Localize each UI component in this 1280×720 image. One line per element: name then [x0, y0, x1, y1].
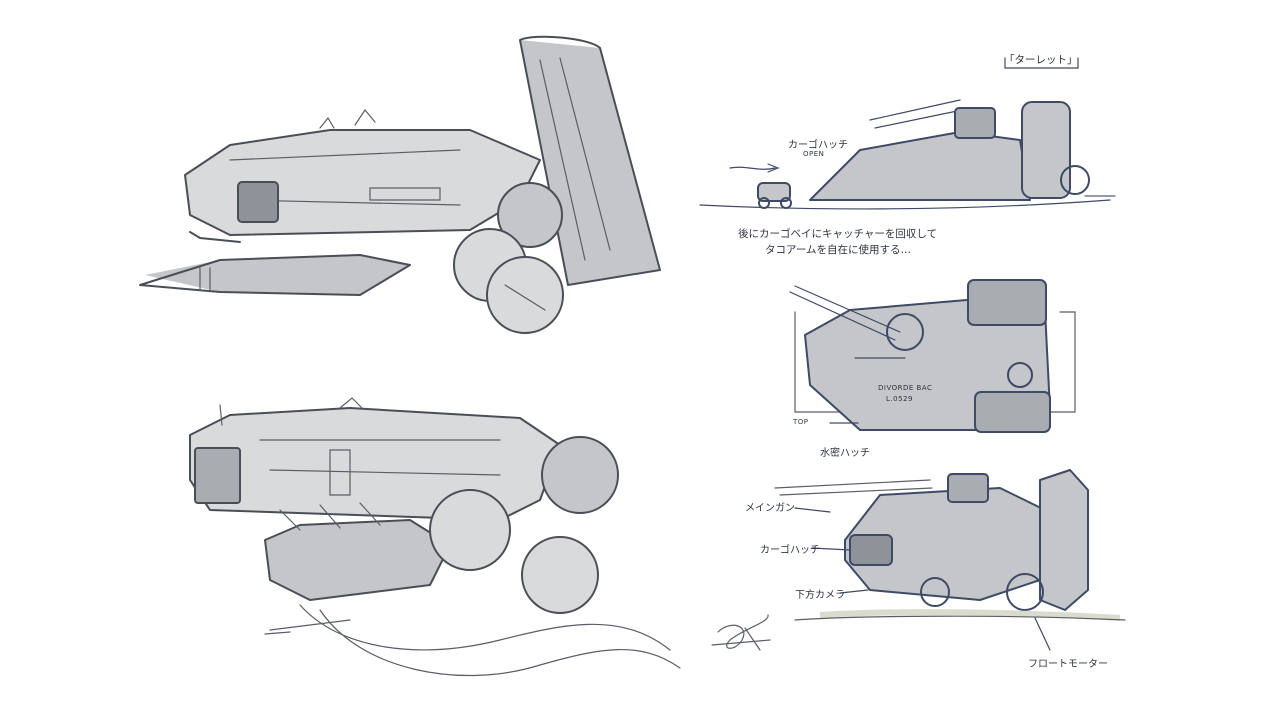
main-gun-label: メインガン: [745, 503, 795, 514]
view-top-label: TOP: [793, 418, 809, 426]
vehicle-side-view-top-left: [139, 35, 661, 334]
note-line-1: 後にカーゴベイにキャッチャーを回収して: [738, 228, 938, 240]
bottom-hatch-label: 水密ハッチ: [820, 448, 870, 459]
vehicle-three-quarter-bottom-left: [189, 397, 681, 677]
turret-title: 「ターレット」: [1004, 54, 1078, 66]
hull-marking: DIVORDE BAC: [878, 384, 933, 392]
cargo-hatch-open-label: カーゴハッチ: [788, 140, 848, 151]
vehicle-three-quarter-right-bottom: [774, 422, 1126, 651]
hull-code: L.0529: [886, 395, 913, 403]
artist-signature: [711, 614, 771, 651]
note-line-2: タコアームを自在に使用する…: [765, 244, 912, 256]
vehicle-side-view-right-top: [699, 57, 1116, 210]
lower-camera-label: 下方カメラ: [795, 590, 845, 601]
vehicle-top-view: [789, 279, 1076, 433]
cargo-hatch-label: カーゴハッチ: [760, 545, 820, 556]
cargo-hatch-open-state: OPEN: [803, 150, 825, 158]
float-motor-label: フロートモーター: [1028, 659, 1108, 670]
